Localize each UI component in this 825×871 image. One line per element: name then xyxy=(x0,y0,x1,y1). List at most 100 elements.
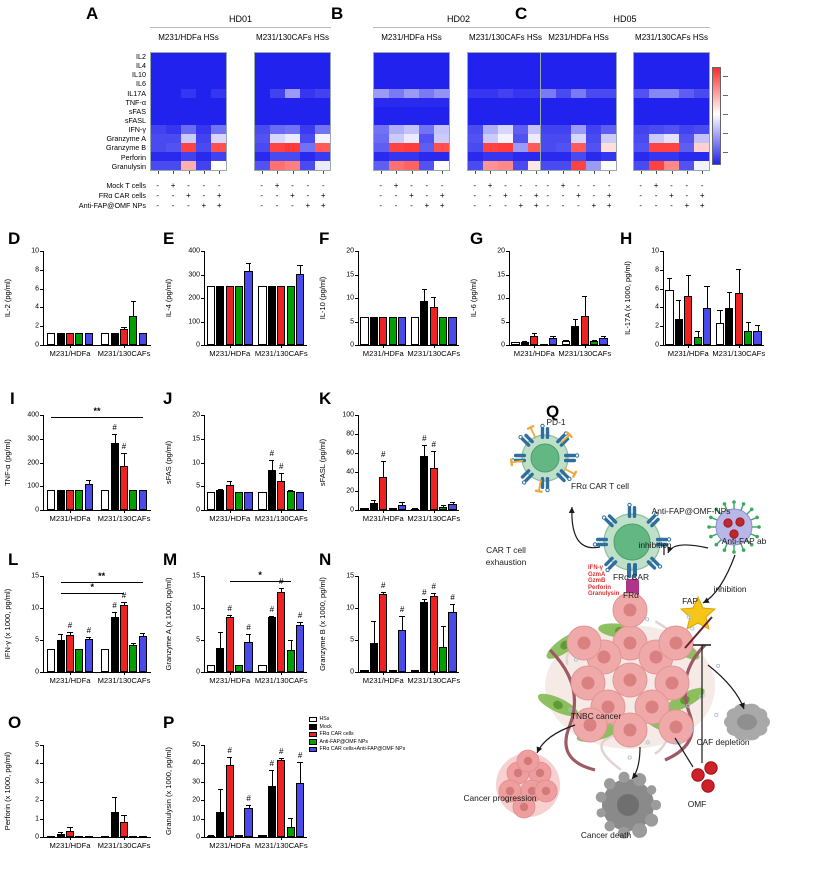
error-bar-cap xyxy=(601,336,606,337)
heatmap-cell xyxy=(419,161,434,170)
heatmap-cell xyxy=(541,89,556,98)
error-bar-cap xyxy=(362,508,367,509)
heatmap-col-tick xyxy=(158,171,159,174)
heatmap-cell xyxy=(556,143,571,152)
error-bar-cap xyxy=(288,818,293,819)
error-bar xyxy=(434,451,435,468)
heatmap-cell xyxy=(498,107,513,116)
y-tick-label: 10 xyxy=(171,605,200,612)
heatmap-cell xyxy=(285,107,300,116)
error-bar-cap xyxy=(399,502,404,503)
heatmap-cell xyxy=(601,125,616,134)
cytokine-item: GzmA xyxy=(588,572,619,579)
y-tick-label: 10 xyxy=(171,459,200,466)
heatmap-col-tick xyxy=(412,171,413,174)
heatmap-cell xyxy=(694,134,709,143)
heatmap-cell xyxy=(586,125,601,134)
heatmap-cell xyxy=(634,116,649,125)
bar xyxy=(226,617,234,672)
treatment-marks-row: --+-+ xyxy=(633,191,710,200)
y-tick xyxy=(660,307,663,308)
bar xyxy=(47,490,55,510)
series-legend: HSsMockFRα CAR cellsAnti-FAP@OMF NPsFRα … xyxy=(309,716,405,754)
y-tick xyxy=(201,745,204,746)
schematic-label: Cancer progression xyxy=(463,793,536,803)
bar xyxy=(85,639,93,672)
heatmap-cell xyxy=(601,89,616,98)
panel-letter-O: O xyxy=(8,714,21,731)
heatmap-title-rule xyxy=(150,27,331,28)
x-category-label: M231/130CAFs xyxy=(244,514,320,523)
heatmap-cell xyxy=(419,53,434,62)
treatment-mark: - xyxy=(633,201,648,210)
heatmap-cell xyxy=(571,53,586,62)
heatmap-row-label: Perforin xyxy=(88,153,146,162)
heatmap-cell xyxy=(374,53,389,62)
y-axis xyxy=(43,415,44,510)
error-bar-cap xyxy=(121,453,126,454)
x-group-tick xyxy=(70,672,71,675)
y-tick-label: 80 xyxy=(325,431,354,438)
heatmap-cell xyxy=(196,89,211,98)
bar xyxy=(268,470,276,510)
y-tick xyxy=(355,322,358,323)
significance-hash: # xyxy=(85,626,93,635)
heatmap-row-label: IL2 xyxy=(88,52,146,61)
error-bar-cap xyxy=(86,480,91,481)
y-tick-label: 10 xyxy=(325,295,354,302)
heatmap-cell xyxy=(541,125,556,134)
heatmap-cell xyxy=(196,134,211,143)
error-bar-cap xyxy=(573,319,578,320)
error-bar-cap xyxy=(279,473,284,474)
heatmap-cell xyxy=(468,89,483,98)
error-bar-cap xyxy=(582,296,587,297)
treatment-mark: - xyxy=(648,191,663,200)
treatment-marks-row: --+-+ xyxy=(373,191,450,200)
bar xyxy=(411,317,419,345)
treatment-mark: - xyxy=(316,181,331,190)
y-tick xyxy=(201,439,204,440)
error-bar xyxy=(230,757,231,765)
heatmap-col-tick xyxy=(173,171,174,174)
heatmap-cell xyxy=(419,125,434,134)
heatmap-cell xyxy=(181,53,196,62)
heatmap-cell xyxy=(571,134,586,143)
y-tick-label: 15 xyxy=(325,271,354,278)
heatmap-cell xyxy=(255,107,270,116)
heatmap-col-tick xyxy=(579,171,580,174)
y-tick xyxy=(40,251,43,252)
y-tick xyxy=(660,289,663,290)
y-tick xyxy=(40,270,43,271)
bar xyxy=(716,323,724,345)
heatmap-cell xyxy=(166,71,181,80)
y-tick-label: 5 xyxy=(325,318,354,325)
heatmap-cell xyxy=(181,98,196,107)
bar xyxy=(244,808,252,837)
x-axis xyxy=(43,345,151,346)
heatmap-cell xyxy=(181,134,196,143)
heatmap-cell xyxy=(483,80,498,89)
heatmap-col-tick xyxy=(323,171,324,174)
x-category-label: M231/130CAFs xyxy=(548,349,623,358)
bar xyxy=(398,505,406,510)
heatmap-group-label: M231/130CAFs HSs xyxy=(244,33,341,42)
error-bar xyxy=(585,296,586,317)
y-tick xyxy=(201,608,204,609)
heatmap-cell xyxy=(211,71,226,80)
y-axis xyxy=(43,745,44,837)
panel-letter-G: G xyxy=(470,230,483,247)
y-tick xyxy=(40,763,43,764)
y-tick-label: 15 xyxy=(325,573,354,580)
bar xyxy=(296,274,304,345)
bar xyxy=(420,456,428,510)
y-tick-label: 6 xyxy=(10,285,39,292)
heatmap-cell xyxy=(151,161,166,170)
significance-hash: # xyxy=(245,794,253,803)
heatmap-cell xyxy=(419,134,434,143)
bar xyxy=(129,645,137,672)
heatmap-cell xyxy=(649,134,664,143)
heatmap-cell xyxy=(468,152,483,161)
heatmap-cell xyxy=(255,125,270,134)
heatmap-cell xyxy=(255,134,270,143)
heatmap-cell xyxy=(498,116,513,125)
